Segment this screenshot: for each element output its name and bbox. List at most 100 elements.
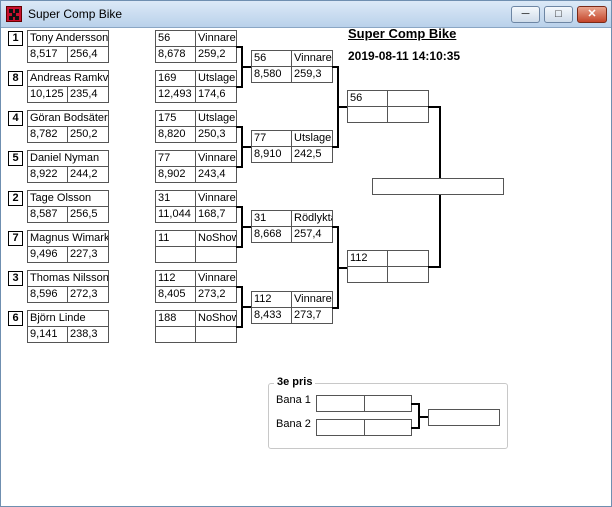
entry-time[interactable]: 8,678 [155,46,197,63]
rider-name[interactable]: Andreas Ramkvist [27,70,109,87]
bracket-line [411,427,419,429]
bracket-line [236,326,242,328]
entry-result[interactable]: Vinnare [195,30,237,47]
entry-result[interactable] [387,250,429,267]
entry-number[interactable]: 31 [251,210,293,227]
entry-result[interactable]: Vinnare [195,150,237,167]
entry-speed[interactable] [195,326,237,343]
entry-time[interactable]: 8,668 [251,226,293,243]
rider-time[interactable]: 9,141 [27,326,69,343]
rider-time[interactable]: 9,496 [27,246,69,263]
entry-time[interactable] [347,266,389,283]
entry-result[interactable]: Utslagen [291,130,333,147]
rider-speed[interactable]: 256,5 [67,206,109,223]
lane-1-number[interactable] [316,395,366,412]
entry-speed[interactable]: 273,2 [195,286,237,303]
title-bar[interactable]: Super Comp Bike ─ □ ✕ [1,1,611,28]
entry-speed[interactable]: 257,4 [291,226,333,243]
entry-number[interactable]: 56 [251,50,293,67]
entry-number[interactable]: 175 [155,110,197,127]
entry-result[interactable]: Vinnare [195,270,237,287]
entry-number[interactable]: 77 [251,130,293,147]
entry-result[interactable]: Vinnare [291,291,333,308]
rider-name[interactable]: Daniel Nyman [27,150,109,167]
entry-time[interactable]: 8,580 [251,66,293,83]
entry-result[interactable]: Vinnare [291,50,333,67]
rider-speed[interactable]: 272,3 [67,286,109,303]
entry-number[interactable]: 11 [155,230,197,247]
entry-speed[interactable] [195,246,237,263]
rider-name[interactable]: Tony Andersson [27,30,109,47]
entry-time[interactable]: 12,493 [155,86,197,103]
entry-number[interactable]: 56 [347,90,389,107]
entry-speed[interactable]: 273,7 [291,307,333,324]
lane-2-number[interactable] [316,419,366,436]
entry-time[interactable]: 8,433 [251,307,293,324]
rider-speed[interactable]: 256,4 [67,46,109,63]
entry-result[interactable]: Vinnare [195,190,237,207]
bracket-area [1,28,611,506]
entry-speed[interactable]: 250,3 [195,126,237,143]
entry-speed[interactable]: 259,2 [195,46,237,63]
entry-number[interactable]: 112 [347,250,389,267]
rider-time[interactable]: 8,782 [27,126,69,143]
entry-result[interactable]: NoShow [195,310,237,327]
entry-speed[interactable]: 242,5 [291,146,333,163]
entry-speed[interactable] [387,106,429,123]
entry-time[interactable]: 11,044 [155,206,197,223]
rider-time[interactable]: 8,922 [27,166,69,183]
rider-speed[interactable]: 227,3 [67,246,109,263]
entry-speed[interactable]: 259,3 [291,66,333,83]
rider-time[interactable]: 10,125 [27,86,69,103]
bracket-line [428,106,440,108]
rider-time[interactable]: 8,587 [27,206,69,223]
entry-number[interactable]: 77 [155,150,197,167]
entry-result[interactable]: Utslagen [195,110,237,127]
entry-number[interactable]: 112 [155,270,197,287]
maximize-button[interactable]: □ [544,6,573,23]
rider-name[interactable]: Magnus Wimark [27,230,109,247]
third-place-winner-box[interactable] [428,409,500,426]
seed-number: 8 [8,71,23,86]
rider-name[interactable]: Göran Bodsäter [27,110,109,127]
lane-1-result[interactable] [364,395,412,412]
entry-speed[interactable]: 168,7 [195,206,237,223]
entry-number[interactable]: 188 [155,310,197,327]
entry-number[interactable]: 56 [155,30,197,47]
entry-time[interactable]: 8,902 [155,166,197,183]
entry-time[interactable] [155,246,197,263]
rider-time[interactable]: 8,596 [27,286,69,303]
entry-number[interactable]: 169 [155,70,197,87]
entry-speed[interactable] [387,266,429,283]
entry-time[interactable] [347,106,389,123]
minimize-button[interactable]: ─ [511,6,540,23]
entry-result[interactable]: Utslagen [195,70,237,87]
entry-result[interactable] [387,90,429,107]
rider-name[interactable]: Thomas Nilsson [27,270,109,287]
entry-time[interactable] [155,326,197,343]
rider-speed[interactable]: 238,3 [67,326,109,343]
app-icon [6,6,22,22]
seed-number: 7 [8,231,23,246]
bracket-line [418,416,428,418]
entry-time[interactable]: 8,910 [251,146,293,163]
entry-result[interactable]: NoShow [195,230,237,247]
final-result-box[interactable] [372,178,504,195]
rider-speed[interactable]: 250,2 [67,126,109,143]
lane-2-result[interactable] [364,419,412,436]
rider-name[interactable]: Björn Linde [27,310,109,327]
rider-speed[interactable]: 244,2 [67,166,109,183]
entry-result[interactable]: Rödlykta [291,210,333,227]
entry-number[interactable]: 31 [155,190,197,207]
rider-speed[interactable]: 235,4 [67,86,109,103]
third-place-group [268,383,508,449]
close-button[interactable]: ✕ [577,6,607,23]
rider-name[interactable]: Tage Olsson [27,190,109,207]
entry-speed[interactable]: 174,6 [195,86,237,103]
entry-number[interactable]: 112 [251,291,293,308]
entry-time[interactable]: 8,405 [155,286,197,303]
entry-time[interactable]: 8,820 [155,126,197,143]
rider-time[interactable]: 8,517 [27,46,69,63]
bracket-line [236,206,242,208]
entry-speed[interactable]: 243,4 [195,166,237,183]
